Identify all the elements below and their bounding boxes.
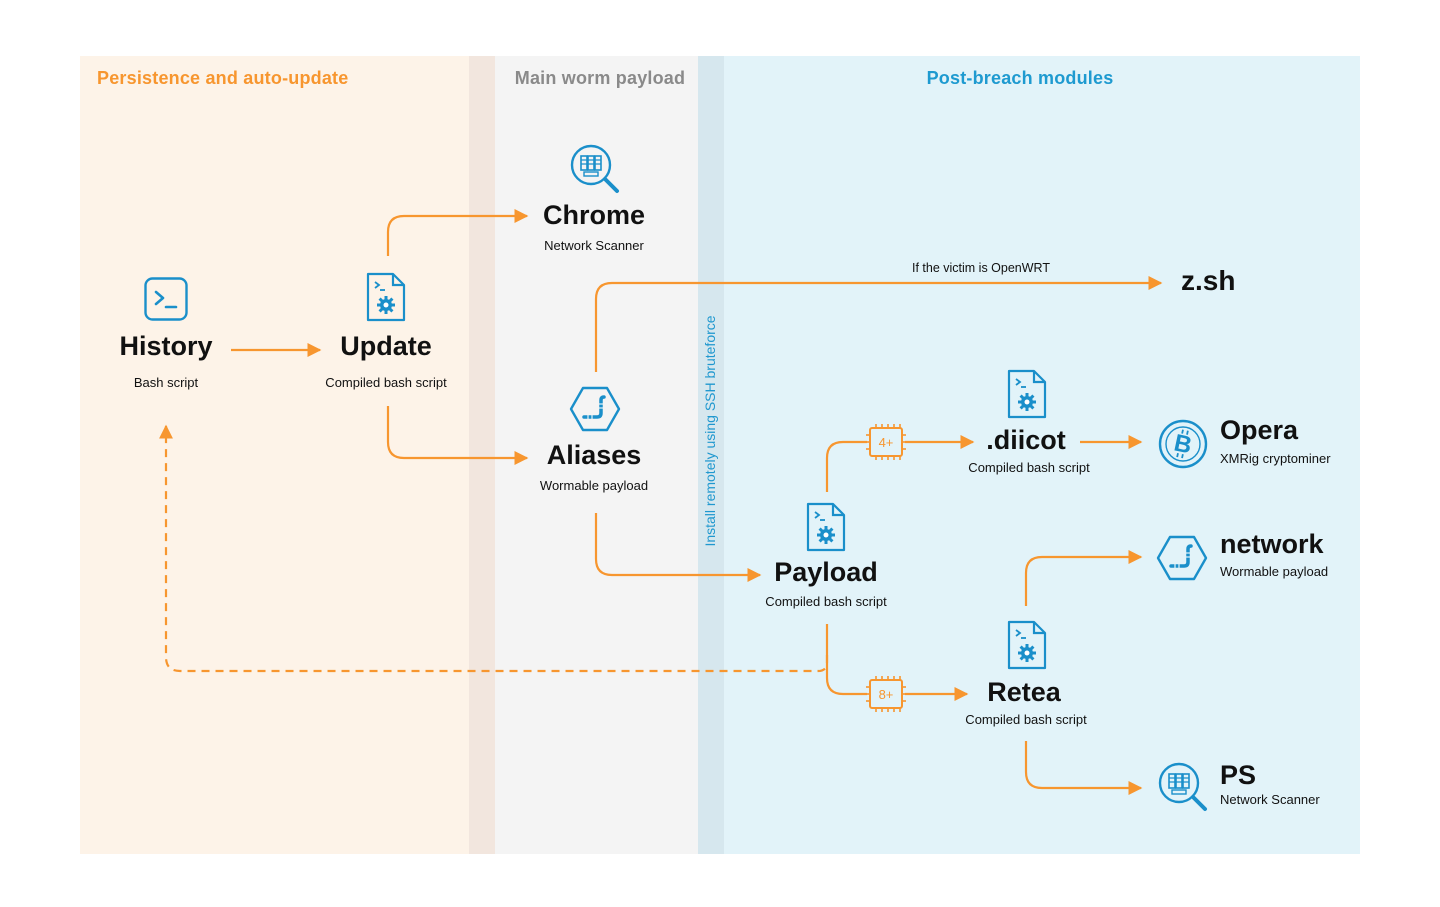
persistence-panel-edge [469, 56, 495, 854]
worm-icon [569, 386, 621, 432]
edge-update-chrome [386, 209, 529, 256]
node-history-name: History [119, 331, 213, 361]
script-gear-icon [1007, 620, 1047, 670]
node-payload-sub: Compiled bash script [765, 594, 887, 609]
node-network-name: network [1220, 529, 1324, 559]
post-breach-panel [724, 56, 1360, 854]
bitcoin-icon: B [1158, 419, 1208, 469]
node-network-sub: Wormable payload [1220, 564, 1329, 579]
chip-4-label: 4+ [879, 435, 894, 450]
network-scanner-icon [1158, 762, 1207, 811]
cpu-chip-8-plus-icon: 8+ [866, 676, 906, 712]
node-aliases-name: Aliases [546, 440, 642, 470]
script-gear-icon [1007, 369, 1047, 419]
main-worm-panel [495, 56, 698, 854]
script-gear-icon [806, 502, 846, 552]
node-retea-name: Retea [987, 677, 1061, 707]
node-payload-name: Payload [774, 557, 878, 587]
edge-retea-ps [1024, 741, 1143, 795]
node-diicot-sub: Compiled bash script [968, 460, 1090, 475]
edge-aliases-zsh [594, 276, 1163, 372]
node-diicot-name: .diicot [986, 425, 1066, 455]
node-ps-name: PS [1220, 760, 1257, 790]
node-ps-sub: Network Scanner [1220, 792, 1320, 807]
openwrt-condition-label: If the victim is OpenWRT [912, 261, 1050, 275]
svg-text:B: B [1172, 429, 1195, 459]
chip-8-label: 8+ [879, 687, 894, 702]
cpu-chip-4-plus-icon: 4+ [866, 424, 906, 460]
node-history-sub: Bash script [133, 375, 199, 390]
edge-aliases-payload [594, 513, 762, 582]
section-title-post-breach: Post-breach modules [926, 68, 1114, 88]
node-update-name: Update [340, 331, 432, 361]
edge-payload-history-dashed [159, 424, 829, 673]
node-opera-sub: XMRig cryptominer [1220, 451, 1331, 466]
node-opera-name: Opera [1220, 415, 1299, 445]
node-update-sub: Compiled bash script [325, 375, 447, 390]
persistence-panel [80, 56, 469, 854]
edge-update-aliases [386, 406, 529, 465]
node-zsh-name: z.sh [1181, 265, 1236, 296]
node-retea-sub: Compiled bash script [965, 712, 1087, 727]
post-breach-panel-edge [698, 56, 724, 854]
edge-payload-chip4 [825, 440, 867, 492]
network-scanner-icon [570, 144, 619, 193]
section-title-main-worm: Main worm payload [514, 68, 686, 88]
worm-icon [1156, 535, 1208, 581]
script-gear-icon [366, 272, 406, 322]
terminal-icon [144, 277, 188, 321]
node-chrome-sub: Network Scanner [544, 238, 644, 253]
edge-retea-network [1024, 550, 1143, 606]
edge-payload-chip8 [825, 624, 867, 696]
node-aliases-sub: Wormable payload [539, 478, 649, 493]
node-chrome-name: Chrome [542, 200, 646, 230]
section-title-persistence: Persistence and auto-update [97, 68, 349, 88]
